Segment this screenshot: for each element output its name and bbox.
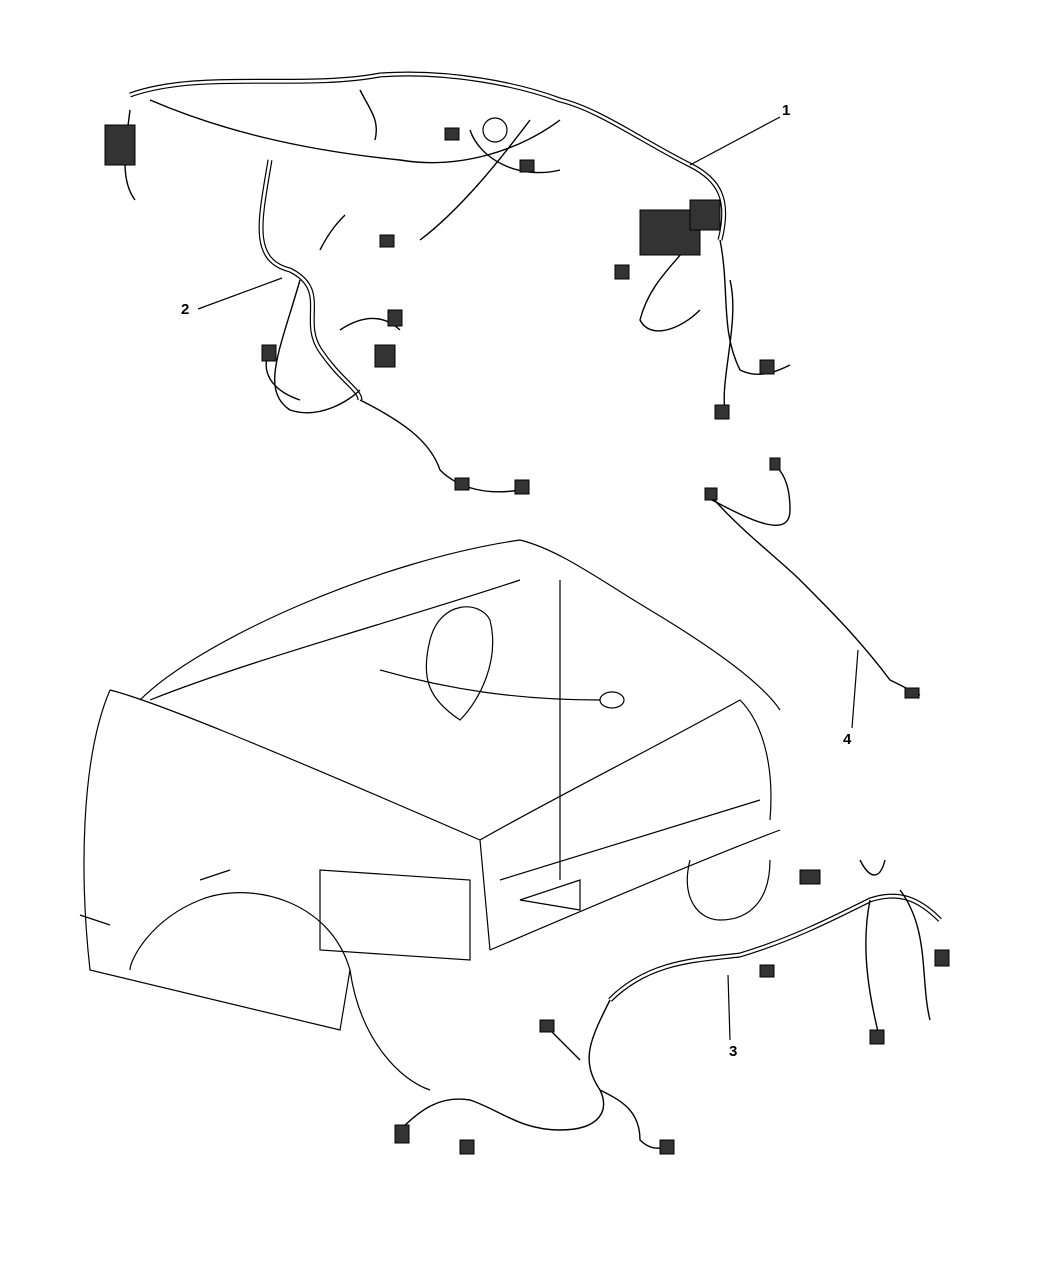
callout-1-leader — [689, 116, 781, 166]
headlamp-dash-harness — [394, 859, 950, 1155]
callout-3-leader — [727, 974, 731, 1041]
instrument-panel-harness — [104, 71, 791, 420]
callout-4: 4 — [843, 731, 852, 748]
callout-4-leader — [851, 649, 859, 729]
antenna-harness — [704, 457, 921, 699]
callout-1: 1 — [782, 102, 791, 119]
callout-2: 2 — [181, 301, 190, 318]
vehicle-front-structure — [79, 539, 781, 1091]
callout-2-leader — [197, 277, 283, 310]
callout-3: 3 — [729, 1043, 738, 1060]
body-harness — [258, 159, 530, 495]
